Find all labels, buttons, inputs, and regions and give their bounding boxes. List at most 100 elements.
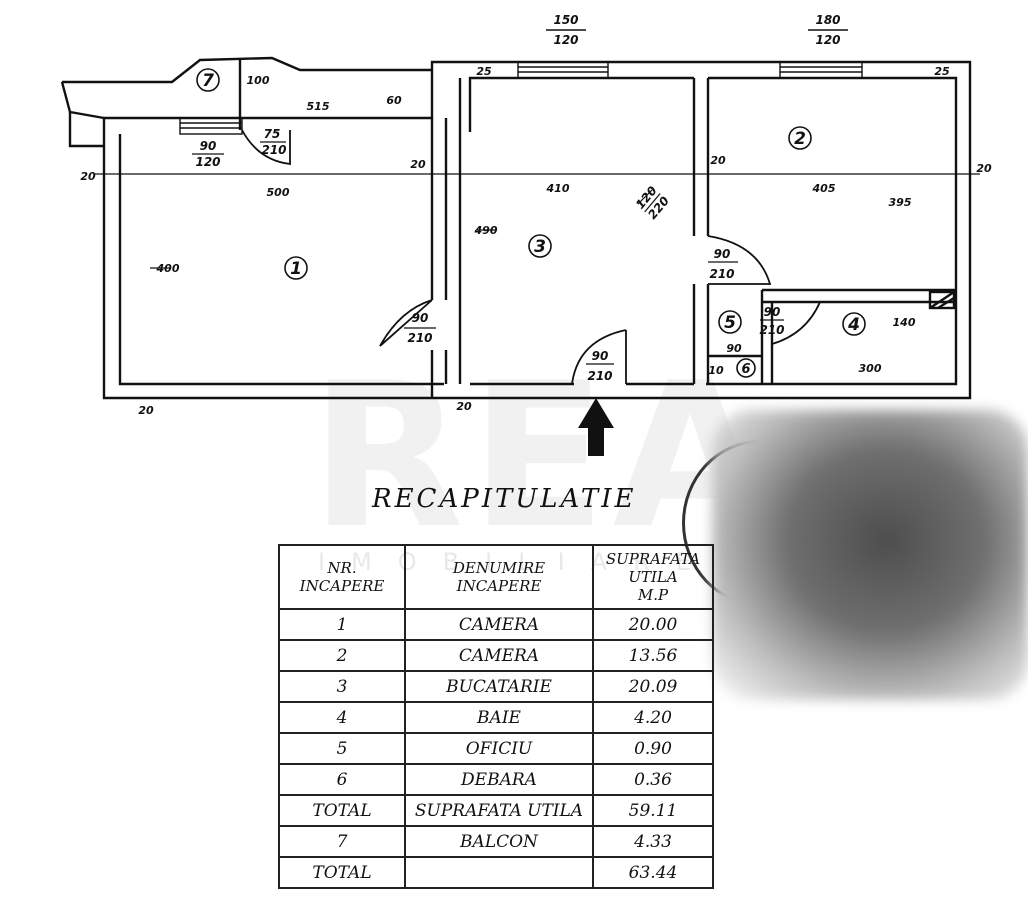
- room-name-cell: OFICIU: [404, 732, 594, 765]
- windows: [179, 61, 863, 135]
- room-name-cell: SUPRAFATA UTILA: [404, 794, 594, 827]
- svg-text:210: 210: [759, 323, 784, 337]
- svg-text:75: 75: [264, 127, 281, 141]
- room-number-cell: TOTAL: [278, 856, 406, 889]
- room-number-cell: 4: [278, 701, 406, 734]
- area-cell: 59.11: [592, 794, 714, 827]
- recap-title: RECAPITULATIE: [372, 484, 637, 514]
- window-3-size: 90 120: [192, 139, 224, 169]
- room-number-cell: 1: [278, 608, 406, 641]
- dim-515: 515: [307, 100, 330, 113]
- svg-text:150: 150: [553, 13, 578, 27]
- dim-10: 10: [708, 364, 724, 377]
- header-room-number: NR.INCAPERE: [278, 544, 406, 610]
- dim-20-right: 20: [976, 162, 992, 175]
- room-7-marker: [196, 68, 220, 92]
- entrance-arrow-icon: [578, 398, 614, 456]
- svg-text:210: 210: [587, 369, 612, 383]
- svg-text:120: 120: [815, 33, 840, 47]
- svg-text:120: 120: [195, 155, 220, 169]
- entrance-door-size: 90 210: [586, 349, 614, 383]
- recap-row: TOTAL 63.44: [278, 856, 714, 889]
- svg-text:90: 90: [200, 139, 217, 153]
- svg-text:90: 90: [592, 349, 609, 363]
- svg-text:210: 210: [407, 331, 432, 345]
- dim-20-left: 20: [80, 170, 96, 183]
- room-7-label: 7: [202, 71, 214, 91]
- room-5-label: 5: [724, 313, 736, 333]
- svg-text:180: 180: [815, 13, 840, 27]
- dim-410: 410: [546, 182, 570, 195]
- dim-25-a: 25: [476, 65, 492, 78]
- room-2-marker: [788, 126, 812, 150]
- window-1-size: 150 120: [546, 13, 586, 47]
- area-cell: 20.00: [592, 608, 714, 641]
- dim-90: 90: [726, 342, 742, 355]
- room-4-label: 4: [847, 315, 860, 335]
- dim-100: 100: [247, 74, 270, 87]
- door-room-1-size: 90 210: [404, 311, 436, 345]
- room-1-label: 1: [290, 259, 302, 279]
- room-3-label: 3: [534, 237, 546, 257]
- dim-500: 500: [267, 186, 290, 199]
- dim-490: 490: [474, 224, 498, 237]
- area-cell: 4.33: [592, 825, 714, 858]
- floor-plan: 1 2 3 4 5 6 7 150 120 180 120 90 120 75 …: [60, 13, 992, 456]
- room-3-marker: [528, 234, 552, 258]
- dim-60: 60: [386, 94, 402, 107]
- wall-opening-size: 120 220: [633, 183, 672, 221]
- dimension-lines: [94, 173, 980, 269]
- balcony-door-size: 75 210: [260, 127, 287, 157]
- room-4-marker: [842, 312, 866, 336]
- dim-20-bottom-mid: 20: [456, 400, 472, 413]
- room-number-cell: 7: [278, 825, 406, 858]
- room-name-cell: BAIE: [404, 701, 594, 734]
- room-number-cell: 3: [278, 670, 406, 703]
- svg-text:210: 210: [261, 143, 286, 157]
- room-1-marker: [284, 256, 308, 280]
- dim-20-mid1: 20: [410, 158, 426, 171]
- door-room-2-size: 90 210: [708, 247, 738, 281]
- dim-400: 400: [156, 262, 180, 275]
- walls: [60, 56, 972, 400]
- area-cell: 0.36: [592, 763, 714, 796]
- room-name-cell: CAMERA: [404, 608, 594, 641]
- room-number-cell: 6: [278, 763, 406, 796]
- area-cell: 4.20: [592, 701, 714, 734]
- svg-text:90: 90: [764, 305, 781, 319]
- dim-140: 140: [893, 316, 916, 329]
- room-name-cell: CAMERA: [404, 639, 594, 672]
- door-swings: [241, 129, 822, 385]
- area-cell: 63.44: [592, 856, 714, 889]
- area-cell: 20.09: [592, 670, 714, 703]
- window-2-size: 180 120: [808, 13, 848, 47]
- dim-20-bottom-left: 20: [138, 404, 154, 417]
- area-cell: 0.90: [592, 732, 714, 765]
- svg-text:90: 90: [714, 247, 731, 261]
- room-6-label: 6: [741, 362, 750, 377]
- room-number-cell: 5: [278, 732, 406, 765]
- room-number-cell: TOTAL: [278, 794, 406, 827]
- redacted-area: [712, 410, 1028, 700]
- room-2-label: 2: [794, 129, 806, 149]
- room-name-cell: DEBARA: [404, 763, 594, 796]
- room-name-cell: BALCON: [404, 825, 594, 858]
- area-cell: 13.56: [592, 639, 714, 672]
- svg-text:120: 120: [553, 33, 578, 47]
- room-number-cell: 2: [278, 639, 406, 672]
- room-5-marker: [718, 310, 742, 334]
- dim-300: 300: [859, 362, 882, 375]
- dim-25-b: 25: [934, 65, 950, 78]
- door-bath-size: 90 210: [759, 305, 784, 337]
- dim-20-mid2: 20: [710, 154, 726, 167]
